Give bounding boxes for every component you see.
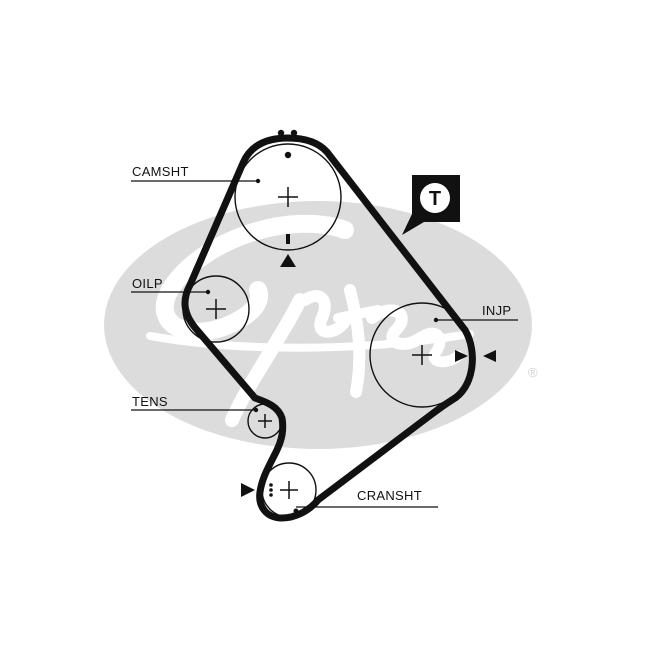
injp-arrow-left-icon — [455, 350, 468, 362]
label-crankshaft: CRANSHT — [357, 488, 422, 503]
pulley-centers — [206, 187, 432, 499]
cam-dot-left — [277, 129, 285, 137]
cam-dot-inner — [284, 151, 292, 159]
badge-letter: T — [429, 188, 441, 210]
cam-arrow-up-icon — [280, 254, 296, 267]
injp-arrow-right-icon — [483, 350, 496, 362]
label-tensioner: TENS — [132, 394, 168, 409]
cam-mark-bottom — [286, 234, 290, 244]
label-injection-pump: INJP — [482, 303, 511, 318]
cam-dot-right — [290, 129, 298, 137]
tensioner-badge: T — [402, 175, 460, 235]
camshaft-pulley — [234, 143, 342, 251]
timing-marks — [241, 129, 496, 514]
label-camshaft: CAMSHT — [132, 164, 189, 179]
crank-arrow-right-icon — [241, 483, 255, 497]
registered-mark: ® — [528, 365, 538, 380]
timing-belt — [181, 134, 476, 522]
label-oil-pump: OILP — [132, 276, 163, 291]
